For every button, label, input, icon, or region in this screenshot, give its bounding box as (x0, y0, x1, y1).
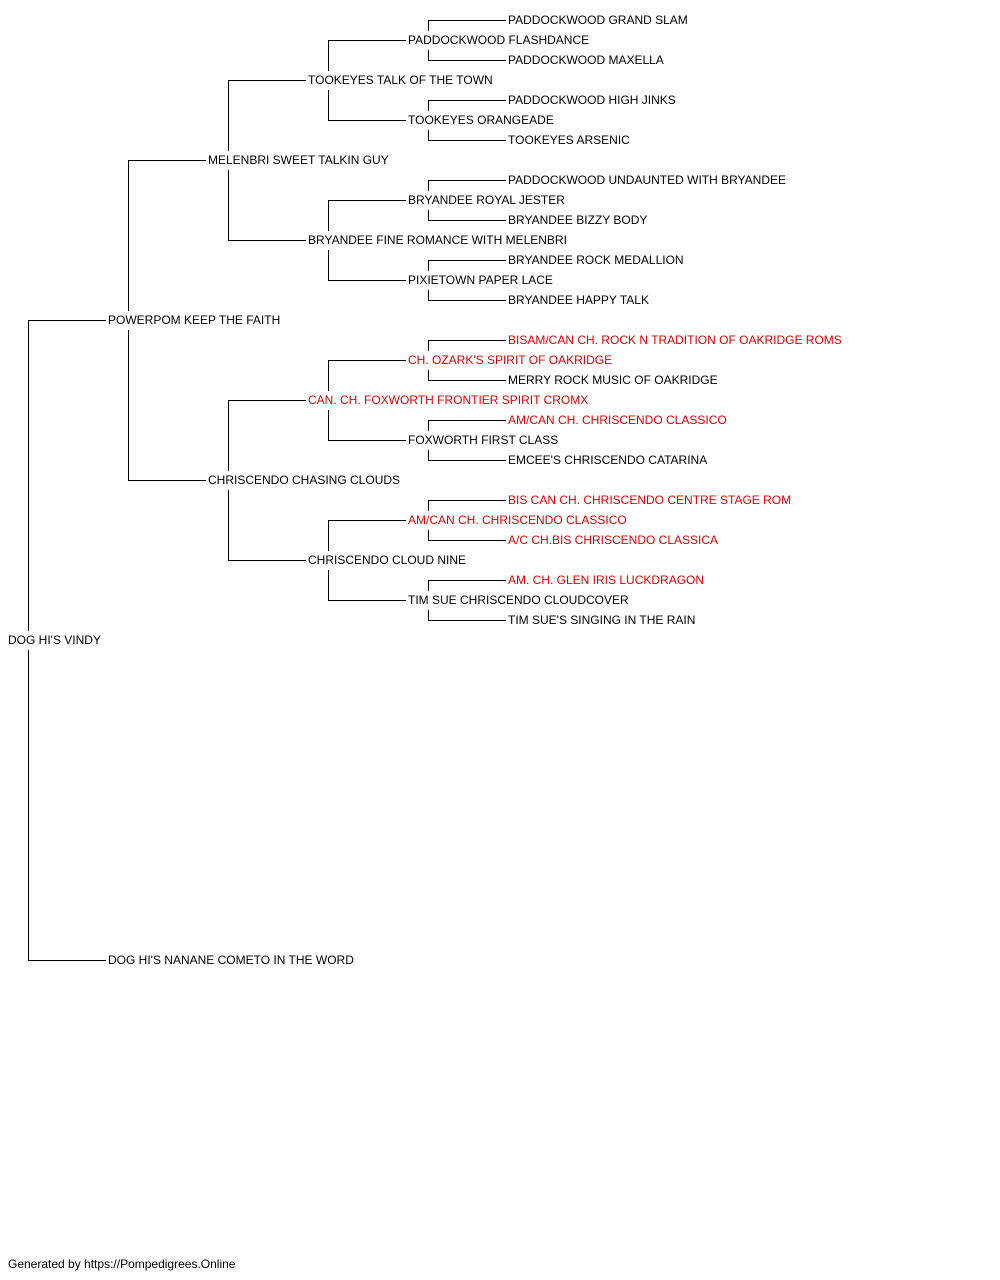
dog-name: PADDOCKWOOD MAXELLA (508, 53, 664, 67)
pedigree-connector (328, 520, 406, 521)
dog-name: MELENBRI SWEET TALKIN GUY (208, 153, 389, 167)
pedigree-connector (328, 520, 329, 551)
dog-name: BRYANDEE FINE ROMANCE WITH MELENBRI (308, 233, 567, 247)
pedigree-connector (428, 220, 506, 221)
pedigree-connector (228, 80, 229, 151)
dog-name: PADDOCKWOOD UNDAUNTED WITH BRYANDEE (508, 173, 787, 187)
pedigree-connector (428, 60, 506, 61)
pedigree-connector (428, 420, 429, 431)
pedigree-connector (28, 320, 106, 321)
pedigree-connector (128, 160, 206, 161)
dog-name: TOOKEYES TALK OF THE TOWN (308, 73, 493, 87)
pedigree-connector (428, 100, 429, 111)
dog-name: AM/CAN CH. CHRISCENDO CLASSICO (508, 413, 727, 427)
pedigree-connector (428, 500, 429, 511)
pedigree-connector (428, 540, 506, 541)
dog-name: AM/CAN CH. CHRISCENDO CLASSICO (408, 513, 627, 527)
pedigree-connector (428, 370, 429, 380)
pedigree-connector (428, 130, 429, 140)
pedigree-connector (328, 280, 406, 281)
pedigree-connector (228, 400, 306, 401)
pedigree-connector (328, 40, 329, 71)
pedigree-connector (328, 40, 406, 41)
dog-name: BRYANDEE BIZZY BODY (508, 213, 648, 227)
dog-name: CHRISCENDO CLOUD NINE (308, 553, 467, 567)
pedigree-connector (28, 320, 29, 631)
pedigree-connector (328, 570, 329, 600)
pedigree-connector (228, 240, 306, 241)
pedigree-connector (128, 330, 129, 480)
pedigree-connector (428, 580, 506, 581)
generated-by-footer: Generated by https://Pompedigrees.Online (8, 1257, 236, 1271)
pedigree-connector (228, 560, 306, 561)
dog-name: FOXWORTH FIRST CLASS (408, 433, 559, 447)
dog-name: BIS CAN CH. CHRISCENDO CENTRE STAGE ROM (508, 493, 792, 507)
dog-name: PADDOCKWOOD FLASHDANCE (408, 33, 590, 47)
dog-name: TOOKEYES ARSENIC (508, 133, 630, 147)
pedigree-connector (328, 360, 329, 391)
pedigree-connector (428, 420, 506, 421)
pedigree-connector (428, 180, 506, 181)
pedigree-connector (428, 20, 429, 31)
dog-name: DOG HI'S NANANE COMETO IN THE WORD (108, 953, 354, 967)
dog-name: CH. OZARK'S SPIRIT OF OAKRIDGE (408, 353, 613, 367)
pedigree-connector (328, 200, 406, 201)
pedigree-connector (128, 480, 206, 481)
dog-name: BRYANDEE ROYAL JESTER (408, 193, 565, 207)
pedigree-connector (328, 250, 329, 280)
dog-name: PADDOCKWOOD HIGH JINKS (508, 93, 676, 107)
pedigree-connector (428, 620, 506, 621)
pedigree-connector (428, 140, 506, 141)
pedigree-connector (328, 360, 406, 361)
dog-name: TIM SUE'S SINGING IN THE RAIN (508, 613, 696, 627)
dog-name: DOG HI'S VINDY (8, 633, 101, 647)
pedigree-connector (428, 290, 429, 300)
dog-name: CHRISCENDO CHASING CLOUDS (208, 473, 401, 487)
pedigree-connector (428, 460, 506, 461)
pedigree-connector (428, 180, 429, 191)
dog-name: TOOKEYES ORANGEADE (408, 113, 554, 127)
pedigree-connector (428, 500, 506, 501)
dog-name: POWERPOM KEEP THE FAITH (108, 313, 281, 327)
pedigree-connector (428, 20, 506, 21)
pedigree-connector (328, 120, 406, 121)
pedigree-connector (428, 100, 506, 101)
dog-name: A/C CH.BIS CHRISCENDO CLASSICA (508, 533, 719, 547)
pedigree-connector (328, 440, 406, 441)
pedigree-connector (428, 580, 429, 591)
dog-name: PADDOCKWOOD GRAND SLAM (508, 13, 688, 27)
pedigree-connector (428, 380, 506, 381)
dog-name: MERRY ROCK MUSIC OF OAKRIDGE (508, 373, 718, 387)
pedigree-connector (428, 300, 506, 301)
pedigree-connector (428, 210, 429, 220)
pedigree-connector (428, 50, 429, 60)
pedigree-connector (228, 80, 306, 81)
pedigree-connector (128, 160, 129, 311)
dog-name: TIM SUE CHRISCENDO CLOUDCOVER (408, 593, 629, 607)
pedigree-connector (228, 400, 229, 471)
pedigree-connector (328, 90, 329, 120)
pedigree-connector (228, 490, 229, 560)
pedigree-connector (428, 340, 429, 351)
pedigree-connector (428, 260, 506, 261)
pedigree-connector (428, 450, 429, 460)
dog-name: BRYANDEE ROCK MEDALLION (508, 253, 684, 267)
dog-name: PIXIETOWN PAPER LACE (408, 273, 553, 287)
pedigree-connector (428, 260, 429, 271)
pedigree-connector (28, 650, 29, 960)
dog-name: BISAM/CAN CH. ROCK N TRADITION OF OAKRID… (508, 333, 842, 347)
dog-name: CAN. CH. FOXWORTH FRONTIER SPIRIT CROMX (308, 393, 589, 407)
pedigree-connector (428, 610, 429, 620)
dog-name: AM. CH. GLEN IRIS LUCKDRAGON (508, 573, 705, 587)
pedigree-connector (228, 170, 229, 240)
pedigree-connector (428, 530, 429, 540)
dog-name: BRYANDEE HAPPY TALK (508, 293, 649, 307)
pedigree-connector (328, 600, 406, 601)
pedigree-connector (328, 410, 329, 440)
pedigree-connector (28, 960, 106, 961)
pedigree-connector (428, 340, 506, 341)
pedigree-connector (328, 200, 329, 231)
dog-name: EMCEE'S CHRISCENDO CATARINA (508, 453, 708, 467)
